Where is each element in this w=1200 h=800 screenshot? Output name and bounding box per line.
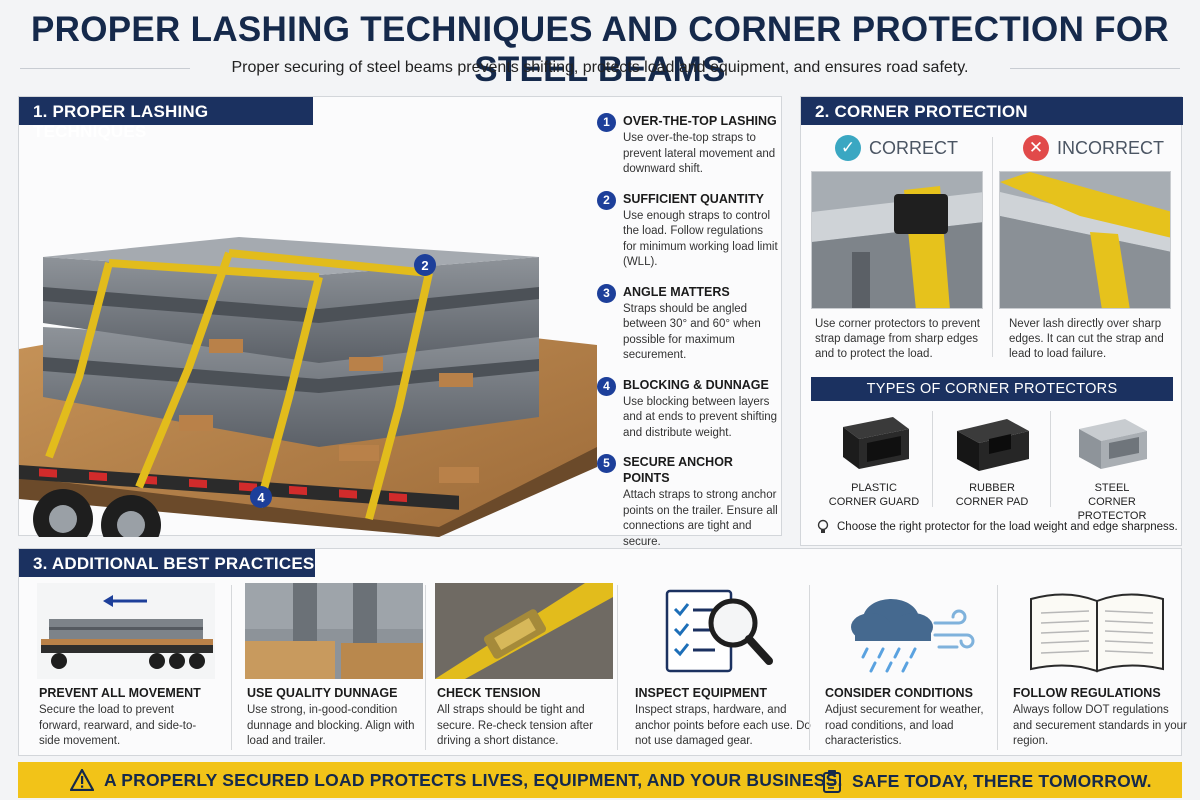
ptype-line1: STEEL bbox=[1094, 482, 1130, 494]
plastic-corner-guard: PLASTIC CORNER GUARD bbox=[815, 409, 933, 509]
practice-title: CONSIDER CONDITIONS bbox=[825, 686, 973, 700]
ptype-line2: CORNER PAD bbox=[955, 496, 1029, 508]
practice-text: Secure the load to prevent forward, rear… bbox=[39, 704, 197, 747]
practice-divider bbox=[809, 585, 810, 750]
ptype-divider bbox=[932, 411, 933, 507]
page-subtitle: Proper securing of steel beams prevents … bbox=[231, 59, 969, 76]
x-icon: ✕ bbox=[1023, 135, 1049, 161]
correct-corner-photo bbox=[811, 171, 983, 309]
practice-text: Inspect straps, hardware, and anchor poi… bbox=[635, 704, 811, 747]
verdict-divider bbox=[992, 137, 993, 357]
types-heading: TYPES OF CORNER PROTECTORS bbox=[811, 377, 1173, 401]
step-item: 2 SUFFICIENT QUANTITY Use enough straps … bbox=[597, 190, 779, 271]
step-text: Attach straps to strong anchor points on… bbox=[623, 489, 778, 548]
practice-divider bbox=[425, 585, 426, 750]
step-title: SECURE ANCHOR POINTS bbox=[623, 455, 733, 485]
dunnage-photo bbox=[245, 583, 423, 679]
practice-quality-dunnage: USE QUALITY DUNNAGE Use strong, in-good-… bbox=[245, 583, 431, 753]
ptype-line2: CORNER PROTECTOR bbox=[1077, 496, 1147, 522]
rubber-corner-pad: RUBBER CORNER PAD bbox=[933, 409, 1051, 509]
steel-protector-icon bbox=[1079, 419, 1147, 469]
correct-text: CORRECT bbox=[869, 137, 958, 158]
tip-text: Choose the right protector for the load … bbox=[837, 521, 1178, 533]
step-title: ANGLE MATTERS bbox=[623, 284, 730, 299]
step-text: Use over-the-top straps to prevent later… bbox=[623, 132, 776, 175]
section1-heading: 1. PROPER LASHING TECHNIQUES bbox=[19, 97, 313, 141]
step-item: 4 BLOCKING & DUNNAGE Use blocking betwee… bbox=[597, 376, 779, 442]
incorrect-text: INCORRECT bbox=[1057, 137, 1164, 158]
lashing-steps-list: 1 OVER-THE-TOP LASHING Use over-the-top … bbox=[597, 113, 779, 563]
step-number-badge: 5 bbox=[597, 454, 616, 473]
section3-heading: 3. ADDITIONAL BEST PRACTICES bbox=[19, 549, 315, 577]
correct-caption: Use corner protectors to prevent strap d… bbox=[815, 318, 980, 360]
callout-2: 2 bbox=[421, 258, 428, 273]
weather-icon bbox=[823, 583, 1001, 679]
step-text: Use blocking between layers and at ends … bbox=[623, 395, 778, 439]
check-icon: ✓ bbox=[835, 135, 861, 161]
subtitle-rule-right bbox=[1010, 68, 1180, 69]
lightbulb-icon bbox=[817, 519, 829, 533]
plastic-guard-icon bbox=[843, 417, 909, 469]
practice-title: PREVENT ALL MOVEMENT bbox=[39, 686, 201, 700]
practice-inspect-equipment: INSPECT EQUIPMENT Inspect straps, hardwa… bbox=[633, 583, 819, 753]
banner-left-text: A PROPERLY SECURED LOAD PROTECTS LIVES, … bbox=[104, 769, 843, 790]
rubber-pad-icon bbox=[957, 419, 1029, 471]
step-number-badge: 4 bbox=[597, 376, 616, 396]
practice-title: INSPECT EQUIPMENT bbox=[635, 686, 767, 700]
protector-tip: Choose the right protector for the load … bbox=[815, 519, 1178, 535]
practice-follow-regulations: FOLLOW REGULATIONS Always follow DOT reg… bbox=[1011, 583, 1197, 753]
callout-4: 4 bbox=[257, 490, 265, 505]
best-practices-panel: 3. ADDITIONAL BEST PRACTICES PREVENT ALL… bbox=[18, 548, 1187, 756]
step-text: Straps should be angled between 30° and … bbox=[623, 302, 761, 362]
step-number-badge: 2 bbox=[597, 190, 616, 210]
practice-divider bbox=[231, 585, 232, 750]
practice-text: Use strong, in-good-condition dunnage an… bbox=[247, 704, 415, 747]
step-number-badge: 3 bbox=[597, 283, 616, 303]
subtitle-rule-left bbox=[20, 68, 190, 69]
ratchet-strap-photo bbox=[435, 583, 613, 679]
practice-divider bbox=[617, 585, 618, 750]
incorrect-corner-photo bbox=[999, 171, 1171, 309]
practice-prevent-movement: PREVENT ALL MOVEMENT Secure the load to … bbox=[37, 583, 223, 753]
inspection-checklist-icon bbox=[633, 583, 811, 679]
page-title: PROPER LASHING TECHNIQUES AND CORNER PRO… bbox=[31, 10, 1169, 89]
practice-title: CHECK TENSION bbox=[437, 686, 541, 700]
ptype-divider bbox=[1050, 411, 1051, 507]
incorrect-label: ✕ INCORRECT bbox=[1023, 135, 1164, 161]
step-item: 5 SECURE ANCHOR POINTS Attach straps to … bbox=[597, 454, 779, 550]
correct-label: ✓ CORRECT bbox=[835, 135, 958, 161]
step-item: 1 OVER-THE-TOP LASHING Use over-the-top … bbox=[597, 113, 779, 178]
practice-divider bbox=[997, 585, 998, 750]
practice-title: USE QUALITY DUNNAGE bbox=[247, 686, 398, 700]
section2-heading: 2. CORNER PROTECTION bbox=[801, 97, 1183, 125]
safety-banner: A PROPERLY SECURED LOAD PROTECTS LIVES, … bbox=[18, 762, 1182, 798]
ptype-line1: RUBBER bbox=[969, 482, 1015, 494]
lashing-techniques-panel: 2 4 1. PROPER LASHING TECHNIQUES 1 OVER-… bbox=[18, 96, 782, 548]
open-book-icon bbox=[1011, 583, 1189, 679]
practice-text: All straps should be tight and secure. R… bbox=[437, 704, 593, 747]
step-item: 3 ANGLE MATTERS Straps should be angled … bbox=[597, 283, 779, 364]
banner-left: A PROPERLY SECURED LOAD PROTECTS LIVES, … bbox=[70, 769, 843, 791]
practice-text: Always follow DOT regulations and secure… bbox=[1013, 704, 1187, 747]
step-text: Use enough straps to control the load. F… bbox=[623, 209, 778, 269]
banner-right-text: SAFE TODAY, THERE TOMORROW. bbox=[852, 770, 1152, 791]
practice-title: FOLLOW REGULATIONS bbox=[1013, 686, 1161, 700]
steel-corner-protector: STEEL CORNER PROTECTOR bbox=[1053, 409, 1171, 523]
step-title: OVER-THE-TOP LASHING bbox=[623, 114, 777, 128]
practice-check-tension: CHECK TENSION All straps should be tight… bbox=[435, 583, 621, 753]
flatbed-truck-illustration: 2 4 bbox=[19, 127, 597, 537]
corner-protection-panel: 2. CORNER PROTECTION ✓ CORRECT ✕ INCORRE… bbox=[800, 96, 1183, 546]
flatbed-side-illustration bbox=[37, 583, 215, 679]
ptype-line1: PLASTIC bbox=[851, 482, 897, 494]
clipboard-icon bbox=[823, 770, 841, 793]
step-number-badge: 1 bbox=[597, 113, 616, 132]
step-title: BLOCKING & DUNNAGE bbox=[623, 377, 769, 392]
warning-icon bbox=[70, 769, 94, 791]
banner-right: SAFE TODAY, THERE TOMORROW. bbox=[822, 769, 1152, 793]
incorrect-caption: Never lash directly over sharp edges. It… bbox=[1009, 318, 1164, 360]
practice-consider-conditions: CONSIDER CONDITIONS Adjust securement fo… bbox=[823, 583, 1009, 753]
practice-text: Adjust securement for weather, road cond… bbox=[825, 704, 984, 747]
step-title: SUFFICIENT QUANTITY bbox=[623, 191, 764, 206]
ptype-line2: CORNER GUARD bbox=[828, 496, 920, 508]
